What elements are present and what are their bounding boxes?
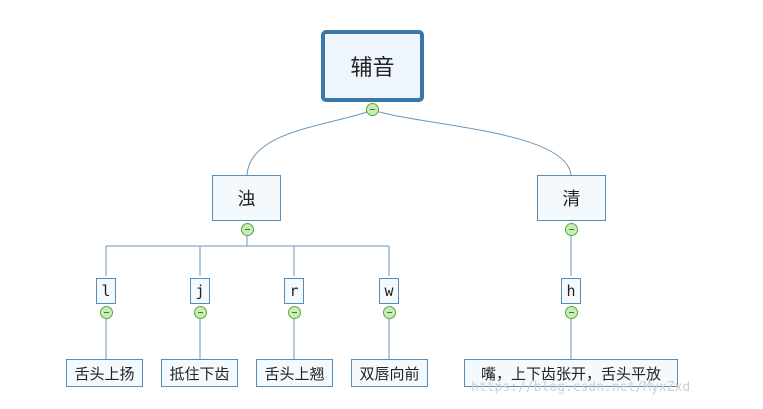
letter-node-h[interactable]: h xyxy=(561,278,581,304)
collapse-icon[interactable] xyxy=(241,223,254,236)
collapse-icon[interactable] xyxy=(288,306,301,319)
connector-letters-to-descriptions xyxy=(105,318,572,359)
description-node-h[interactable]: 嘴，上下齿张开，舌头平放 xyxy=(464,359,678,387)
collapse-icon[interactable] xyxy=(565,306,578,319)
connector-voiced-to-letters xyxy=(105,236,390,276)
collapse-icon[interactable] xyxy=(366,103,379,116)
root-node[interactable]: 辅音 xyxy=(321,30,424,102)
connector-root-to-voiced xyxy=(246,109,374,176)
watermark-text: https://blog.csdn.net/MyxZxd xyxy=(471,380,691,395)
description-node-l[interactable]: 舌头上扬 xyxy=(66,359,143,387)
letter-node-r[interactable]: r xyxy=(284,278,304,304)
description-node-j[interactable]: 抵住下齿 xyxy=(161,359,238,387)
branch-node-voiced[interactable]: 浊 xyxy=(212,175,281,221)
description-node-w[interactable]: 双唇向前 xyxy=(351,359,428,387)
letter-node-w[interactable]: w xyxy=(379,278,399,304)
description-node-r[interactable]: 舌头上翘 xyxy=(256,359,333,387)
connector-root-to-voiceless xyxy=(372,109,572,176)
collapse-icon[interactable] xyxy=(100,306,113,319)
collapse-icon[interactable] xyxy=(383,306,396,319)
letter-node-j[interactable]: j xyxy=(190,278,210,304)
letter-node-l[interactable]: l xyxy=(96,278,116,304)
branch-node-voiceless[interactable]: 清 xyxy=(537,175,606,221)
collapse-icon[interactable] xyxy=(565,223,578,236)
collapse-icon[interactable] xyxy=(194,306,207,319)
